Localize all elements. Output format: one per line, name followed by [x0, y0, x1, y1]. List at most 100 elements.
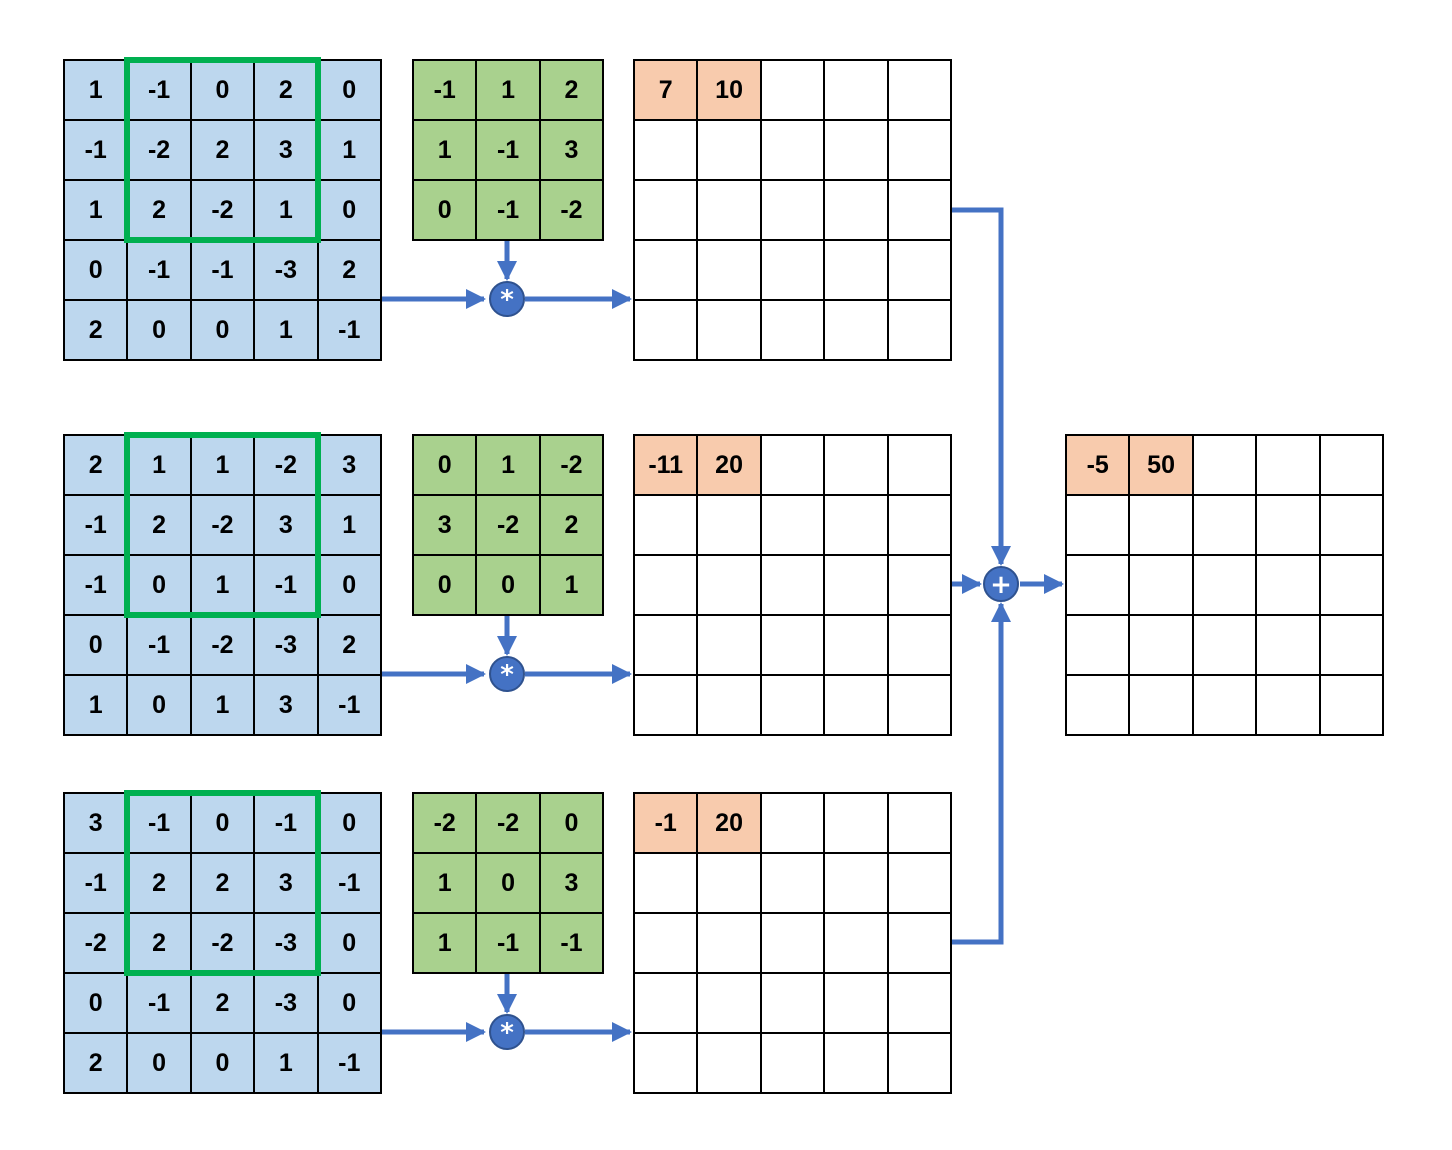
- input-matrix-2-cell: 2: [318, 616, 382, 676]
- sum-output-matrix-cell: [1130, 556, 1194, 616]
- input-matrix-3-cell: -1: [65, 854, 129, 914]
- input-matrix-2-cell: -1: [65, 496, 129, 556]
- output-matrix-3-cell: [761, 914, 826, 974]
- output-matrix-3-cell: [698, 854, 762, 914]
- output-matrix-3-cell: [761, 974, 826, 1034]
- input-matrix-3-cell: -1: [128, 794, 192, 854]
- output-matrix-2-cell: [761, 436, 826, 496]
- output1-to-sum-arrow: [950, 207, 1011, 566]
- input-matrix-3-cell: -1: [318, 854, 382, 914]
- input-matrix-1-cell: 0: [318, 61, 382, 121]
- output-matrix-3-cell: -1: [635, 794, 699, 854]
- input-matrix-3-cell: 1: [255, 1034, 319, 1094]
- sum-output-matrix-cell: [1130, 496, 1194, 556]
- output-matrix-3-cell: [761, 1034, 826, 1094]
- sum-output-matrix-cell: [1320, 676, 1384, 736]
- output-matrix-2-cell: [635, 556, 699, 616]
- kernel-matrix-1-cell: 3: [540, 121, 605, 181]
- input-matrix-2-cell: 2: [65, 436, 129, 496]
- convolve-operator-1: *: [489, 281, 525, 317]
- sum-output-matrix-cell: [1257, 556, 1321, 616]
- add-operator-symbol: +: [990, 570, 1012, 600]
- output-matrix-2-cell: [888, 616, 952, 676]
- sum-output-matrix-cell: [1320, 556, 1384, 616]
- output-matrix-2-cell: [888, 436, 952, 496]
- output-matrix-2-cell: [698, 496, 762, 556]
- input-matrix-1-cell: 1: [318, 121, 382, 181]
- input-matrix-2-cell: 3: [255, 676, 319, 736]
- output-matrix-2-cell: [825, 616, 889, 676]
- kernel-matrix-1-cell: -1: [477, 121, 541, 181]
- kernel-matrix-1-cell: -1: [477, 181, 541, 241]
- kernel-matrix-3-cell: 0: [477, 854, 541, 914]
- input-matrix-2-cell: 1: [191, 436, 256, 496]
- output-matrix-3-cell: 20: [698, 794, 762, 854]
- input-matrix-2-cell: -2: [191, 496, 256, 556]
- input-matrix-1-cell: 0: [191, 61, 256, 121]
- input-matrix-1-cell: 0: [128, 301, 192, 361]
- output-matrix-3-cell: [761, 854, 826, 914]
- input-matrix-1-cell: 1: [65, 181, 129, 241]
- output-matrix-1-cell: [635, 181, 699, 241]
- kernel-matrix-3-cell: 0: [540, 794, 605, 854]
- sum-output-matrix-cell: [1193, 616, 1258, 676]
- output-matrix-1-cell: [761, 61, 826, 121]
- output-matrix-3-cell: [888, 914, 952, 974]
- output-matrix-3-cell: [825, 914, 889, 974]
- kernel-matrix-2-cell: 0: [414, 436, 478, 496]
- output-matrix-3-cell: [888, 854, 952, 914]
- output-matrix-1-cell: [761, 301, 826, 361]
- output-matrix-2-cell: [888, 496, 952, 556]
- output-matrix-2-cell: [825, 436, 889, 496]
- output-matrix-1-cell: [888, 181, 952, 241]
- output-matrix-1-cell: [635, 241, 699, 301]
- kernel-matrix-2-cell: 0: [477, 556, 541, 616]
- kernel-matrix-1-cell: 1: [477, 61, 541, 121]
- output-matrix-3-cell: [825, 794, 889, 854]
- input-matrix-1-cell: 2: [65, 301, 129, 361]
- output-matrix-2-cell: -11: [635, 436, 699, 496]
- input-matrix-2-cell: 1: [191, 556, 256, 616]
- output-matrix-1-cell: [635, 121, 699, 181]
- convolve-operator-3: *: [489, 1014, 525, 1050]
- output-matrix-1-cell: 10: [698, 61, 762, 121]
- input-matrix-1-cell: -1: [65, 121, 129, 181]
- input-matrix-1-cell: 2: [255, 61, 319, 121]
- input-matrix-3-cell: 2: [128, 854, 192, 914]
- output-matrix-2-cell: [698, 616, 762, 676]
- input-matrix-2-cell: -1: [318, 676, 382, 736]
- kernel-matrix-1-cell: 1: [414, 121, 478, 181]
- output-matrix-1-cell: [761, 181, 826, 241]
- input-matrix-3-cell: 3: [255, 854, 319, 914]
- input-matrix-3-cell: -2: [65, 914, 129, 974]
- kernel-matrix-2-cell: 1: [477, 436, 541, 496]
- input-matrix-1-cell: 0: [318, 181, 382, 241]
- output-matrix-1-cell: [698, 241, 762, 301]
- output-matrix-1-cell: [825, 181, 889, 241]
- input-matrix-2-cell: 0: [318, 556, 382, 616]
- input-matrix-1-cell: 3: [255, 121, 319, 181]
- input-matrix-2-cell: -1: [65, 556, 129, 616]
- input-matrix-3-cell: -1: [255, 794, 319, 854]
- kernel-matrix-2-cell: 0: [414, 556, 478, 616]
- sum-output-matrix-cell: [1067, 496, 1131, 556]
- sum-output-matrix-cell: [1067, 676, 1131, 736]
- output-matrix-1-cell: [888, 241, 952, 301]
- input-matrix-2-cell: -1: [128, 616, 192, 676]
- input-matrix-2-cell: 3: [255, 496, 319, 556]
- output-matrix-3-cell: [888, 974, 952, 1034]
- sum-output-matrix-cell: [1320, 616, 1384, 676]
- input-matrix-1-cell: 0: [65, 241, 129, 301]
- output-matrix-1-cell: 7: [635, 61, 699, 121]
- input-matrix-1-cell: 2: [318, 241, 382, 301]
- input-matrix-1-cell: 1: [255, 301, 319, 361]
- convolve-operator-3-symbol: *: [500, 1018, 514, 1048]
- output-matrix-1-cell: [761, 121, 826, 181]
- output-matrix-3-cell: [635, 914, 699, 974]
